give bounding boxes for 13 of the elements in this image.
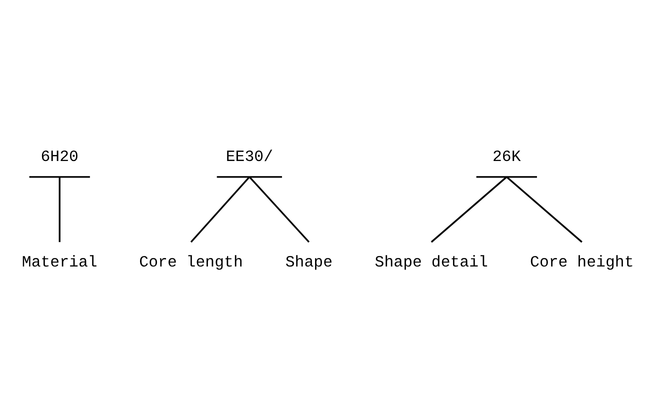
- connector: [58, 176, 60, 242]
- node-text: Shape detail: [374, 252, 488, 271]
- node-text: Shape: [285, 252, 333, 271]
- connector: [248, 176, 310, 242]
- node-text: 6H20: [40, 147, 78, 166]
- node-text: Core length: [139, 252, 243, 271]
- connector: [430, 176, 508, 242]
- node-text: Material: [22, 252, 98, 271]
- connector: [506, 176, 582, 242]
- node-text: 26K: [492, 147, 521, 166]
- node-text: Core height: [530, 252, 634, 271]
- connector: [190, 176, 250, 242]
- node-text: EE30/: [226, 147, 274, 166]
